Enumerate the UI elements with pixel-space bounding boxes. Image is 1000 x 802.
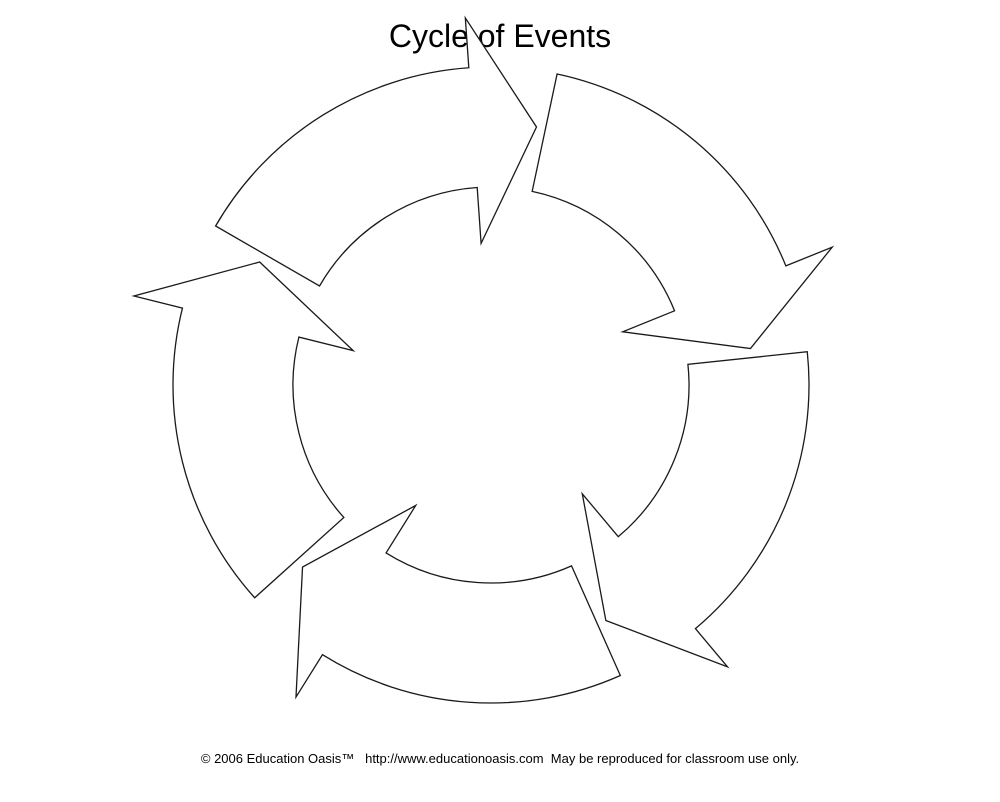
cycle-arrow-3	[581, 351, 810, 669]
cycle-arrow-4	[295, 503, 622, 704]
page-title: Cycle of Events	[388, 18, 612, 54]
copyright-footer: © 2006 Education Oasis™ http://www.educa…	[200, 751, 800, 766]
cycle-arrow-2	[531, 73, 835, 350]
cycle-arrow-1	[214, 15, 538, 287]
cycle-arrow-5	[131, 261, 356, 599]
